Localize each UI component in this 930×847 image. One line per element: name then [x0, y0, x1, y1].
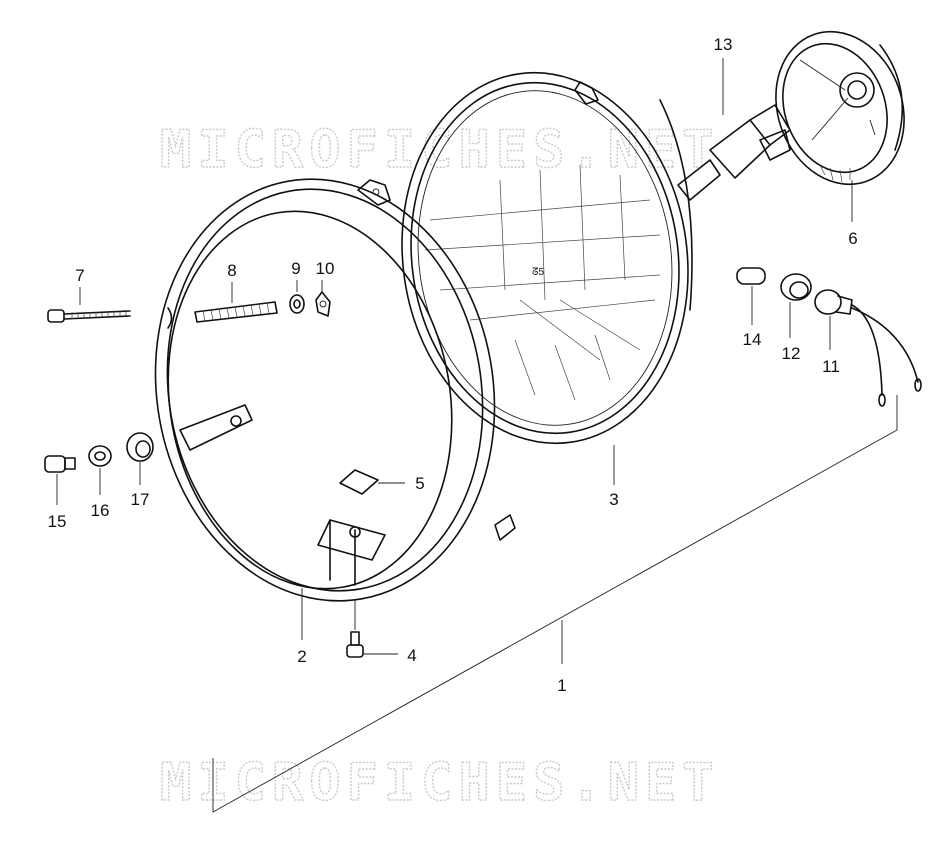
lens-unit-part-3: ᘔ5 — [401, 71, 693, 445]
bolt-part-4 — [346, 600, 398, 658]
bulb-part-14 — [736, 267, 766, 325]
callout-9: 9 — [291, 259, 300, 278]
callout-1: 1 — [557, 676, 566, 695]
callout-16: 16 — [91, 501, 110, 520]
grommet-part-17 — [126, 432, 154, 485]
watermark-bottom: MICROFICHES.NET — [160, 753, 720, 813]
callout-13: 13 — [714, 35, 733, 54]
svg-text:ᘔ5: ᘔ5 — [532, 267, 544, 278]
callout-2: 2 — [297, 647, 306, 666]
clip-part-5 — [339, 469, 405, 495]
bolt-part-15 — [44, 455, 76, 505]
bulb-part-13 — [677, 58, 791, 201]
washer-part-16 — [88, 445, 112, 495]
callout-5: 5 — [415, 474, 424, 493]
cap-part-12 — [780, 273, 812, 338]
socket-part-11 — [814, 289, 922, 407]
watermark-top: MICROFICHES.NET — [160, 120, 720, 180]
nut-clip-part-10 — [315, 280, 331, 317]
callout-8: 8 — [227, 261, 236, 280]
callout-17: 17 — [131, 490, 150, 509]
callout-11: 11 — [822, 357, 840, 376]
washer-part-9 — [289, 280, 305, 314]
callout-12: 12 — [782, 344, 801, 363]
callout-14: 14 — [743, 330, 762, 349]
callout-15: 15 — [48, 512, 67, 531]
callout-4: 4 — [407, 646, 416, 665]
headlight-case-part-2 — [154, 178, 516, 602]
callout-7: 7 — [75, 266, 84, 285]
callout-3: 3 — [609, 490, 618, 509]
callout-6: 6 — [848, 229, 857, 248]
spring-part-8 — [194, 282, 278, 323]
socket-housing-part-6 — [775, 30, 905, 222]
screw-part-7 — [47, 287, 131, 323]
assembly-bracket — [212, 395, 898, 813]
callout-10: 10 — [316, 259, 335, 278]
